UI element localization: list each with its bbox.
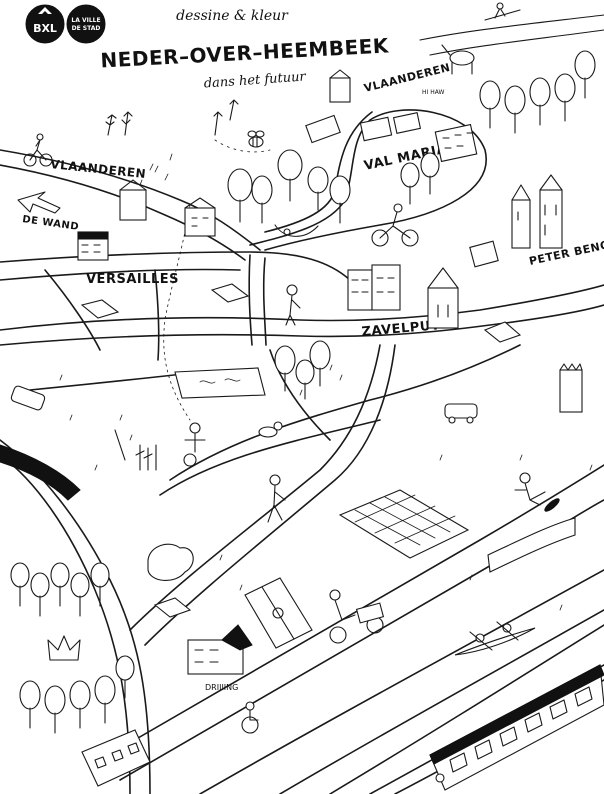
cyclist-icon [23,133,53,167]
wheat-icon [105,99,239,136]
hammock-icon [274,224,319,237]
tree-top-right-icon [479,50,596,134]
car-icon [444,403,478,424]
versailles-building-icon [77,231,109,261]
de-wand-arrow-icon [17,191,61,214]
label-drilling: DRIIIING [205,683,238,692]
book-icon [469,240,499,268]
pool-icon [174,367,266,399]
kayak-icon [454,621,536,656]
car-left-icon [10,385,46,411]
donkey-icon [441,44,475,75]
val-maria-buildings-icon [305,112,478,163]
label-de-wand: DE WAND [22,214,80,233]
logo-text: BXL [33,22,57,35]
train-bottom-icon [429,664,604,791]
train-left-icon [0,444,81,501]
city-badge: LA VILLE DE STAD [66,4,106,44]
house-cluster-icon [119,179,216,237]
flying-figure-icon [484,2,521,21]
child-bike-icon [183,422,206,467]
city-line2: DE STAD [72,25,101,32]
crown-icon [47,635,81,661]
road-network [0,14,604,794]
city-line1: LA VILLE [71,17,100,24]
solar-roof-icon [338,489,470,559]
tram-icon [81,729,151,787]
church-icon [511,174,563,249]
subtitle: dessine & kleur [176,8,289,24]
grass-marks [59,153,593,611]
tower-icon [559,363,583,413]
plant-icon [114,429,157,471]
dog-icon [258,421,283,438]
tree-row-icon [274,340,331,400]
bush-icon [147,543,194,581]
label-zavelput: ZAVELPUT [361,318,441,340]
label-versailles: VERSAILLES [86,272,179,287]
zavelput-buildings-icon [347,264,459,329]
wheelchair-icon [241,701,259,734]
tagline: dans het futuur [203,69,307,91]
football-field-icon [244,577,313,649]
pedestrian-icon [285,284,301,326]
cyclist-val-maria-icon [371,203,419,247]
bxl-logo: BXL [25,4,65,44]
label-hi-haw: HI HAW [422,89,444,96]
forest-bottom-icon [19,655,135,734]
label-peter-benoit: PETER BENOIT [528,235,604,267]
school-house-icon [187,624,253,675]
bee-icon [247,130,265,148]
walker-icon [267,474,286,523]
skatepark-icon [487,472,576,573]
cargo-bike-icon [329,589,385,644]
label-vlaanderen-left: VLAANDEREN [50,157,147,181]
tent-icon [80,283,522,618]
shed-icon [329,69,351,103]
page-title: NEDER–OVER–HEEMBEEK [100,33,390,72]
tree-group-icon [227,149,440,224]
forest-left-icon [10,562,110,617]
